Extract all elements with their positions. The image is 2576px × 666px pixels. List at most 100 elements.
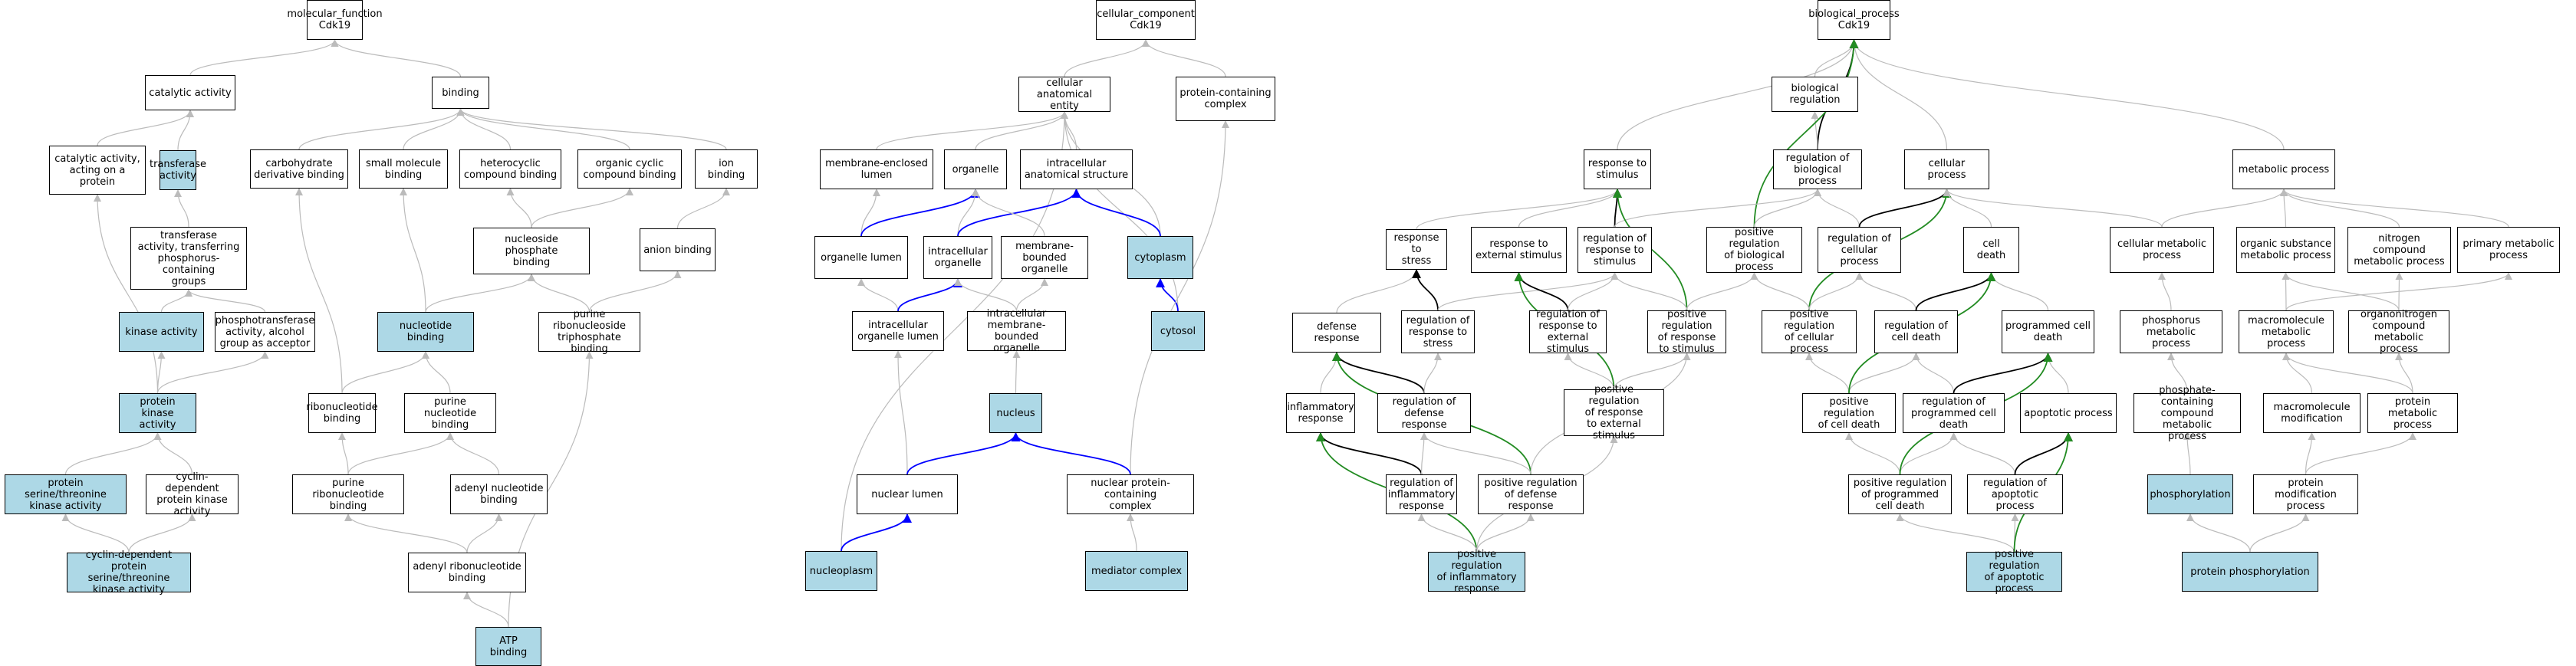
go-term-binding[interactable]: binding — [432, 77, 489, 109]
go-term-anion[interactable]: anion binding — [640, 228, 716, 271]
go-term-nucleus[interactable]: nucleus — [989, 393, 1042, 433]
go-term-kinase[interactable]: kinase activity — [119, 312, 204, 352]
go-term-nucleotide[interactable]: nucleotide binding — [377, 312, 474, 352]
go-term-cellproc[interactable]: cellular process — [1904, 149, 1989, 189]
edge-is-a — [463, 592, 509, 628]
edge-is-a — [344, 513, 468, 553]
go-term-phosphorylation[interactable]: phosphorylation — [2147, 474, 2233, 514]
edge-is-a — [153, 432, 193, 475]
edge-part-of — [897, 278, 962, 312]
edge-is-a — [2167, 353, 2188, 394]
edge-is-a — [957, 189, 979, 237]
go-term-cytosol[interactable]: cytosol — [1151, 311, 1205, 351]
go-term-organelle[interactable]: organelle — [944, 149, 1007, 189]
go-term-nucleoplasm[interactable]: nucleoplasm — [805, 551, 877, 591]
edge-is-a — [528, 274, 591, 313]
go-term-ion[interactable]: ion binding — [695, 149, 758, 189]
go-term-apoptotic[interactable]: apoptotic process — [2020, 393, 2117, 433]
go-term-bioreg[interactable]: biological regulation — [1772, 77, 1858, 112]
go-term-nuclumen[interactable]: nuclear lumen — [857, 474, 958, 514]
go-term-catalytic[interactable]: catalytic activity — [145, 75, 235, 110]
go-term-defense[interactable]: defense response — [1292, 313, 1381, 353]
go-term-celldeath[interactable]: cell death — [1963, 227, 2019, 273]
edge-is-a — [1850, 39, 2285, 150]
go-term-protphos[interactable]: protein phosphorylation — [2182, 552, 2318, 592]
go-term-orglumen[interactable]: organelle lumen — [814, 236, 908, 279]
go-term-cytoplasm[interactable]: cytoplasm — [1127, 236, 1193, 279]
go-term-atp[interactable]: ATP binding — [475, 627, 541, 666]
edge-is-a — [1012, 350, 1021, 394]
edge-part-of — [841, 513, 912, 552]
go-term-metab[interactable]: metabolic process — [2232, 149, 2335, 189]
go-term-mediator[interactable]: mediator complex — [1085, 551, 1188, 591]
edge-is-a — [177, 110, 194, 151]
